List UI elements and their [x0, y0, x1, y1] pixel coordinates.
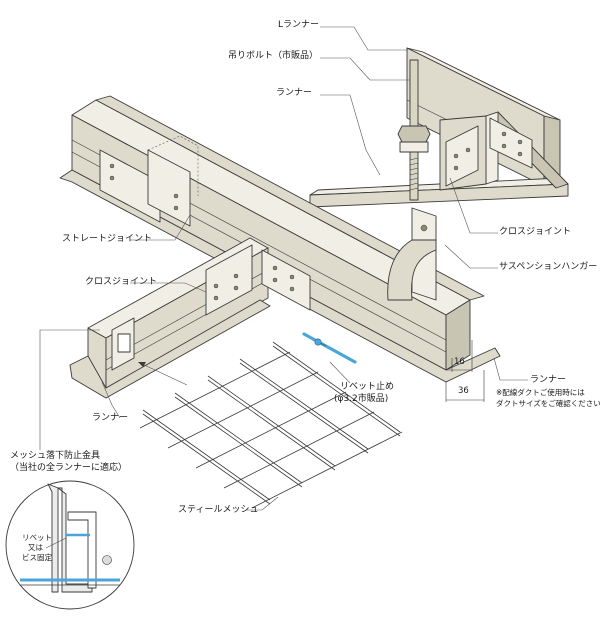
label-mesh-fall-2: （当社の全ランナーに適応） [10, 463, 128, 473]
dim-16: 16 [454, 357, 465, 367]
label-runner-bottom-left: ランナー [92, 413, 129, 423]
label-rivet-stop-2: (φ3.2市販品) [334, 394, 389, 404]
dim-36: 36 [458, 386, 469, 396]
leader-lines [39, 26, 528, 511]
suspension-hanger [387, 207, 437, 301]
steel-mesh [139, 341, 403, 509]
dimension-lines [445, 340, 485, 402]
label-hanging-bolt: 吊りボルト（市販品） [228, 51, 319, 61]
label-runner-top: ランナー [276, 88, 313, 98]
label-note-1: ※配線ダクトご使用時には [496, 388, 585, 397]
label-detail-rivet-3: ビス固定 [22, 553, 52, 562]
label-detail-rivet-1: リベット [22, 533, 52, 542]
label-suspension-hanger: サスペンションハンガー [499, 262, 598, 272]
label-cross-joint-right: クロスジョイント [499, 227, 572, 237]
rivet-icon [302, 332, 357, 364]
detail-circle [5, 480, 135, 610]
label-runner-bottom-right: ランナー [530, 375, 567, 385]
label-cross-joint-left: クロスジョイント [85, 277, 158, 287]
cross-joint-right [445, 117, 533, 187]
label-note-2: ダクトサイズをご確認ください。 [496, 399, 600, 408]
mesh-fall-bracket [111, 317, 135, 371]
hanging-bolt [397, 59, 431, 201]
cross-joint-left [205, 244, 311, 316]
label-mesh-fall-1: メッシュ落下防止金具 [10, 451, 101, 461]
label-rivet-stop-1: リベット止め [340, 382, 395, 392]
label-steel-mesh: スティールメッシュ [178, 505, 259, 515]
label-detail-rivet-2: 又は [28, 543, 43, 552]
label-l-runner: Lランナー [278, 20, 320, 30]
label-straight-joint: ストレートジョイント [62, 234, 153, 244]
straight-joint [99, 135, 199, 227]
